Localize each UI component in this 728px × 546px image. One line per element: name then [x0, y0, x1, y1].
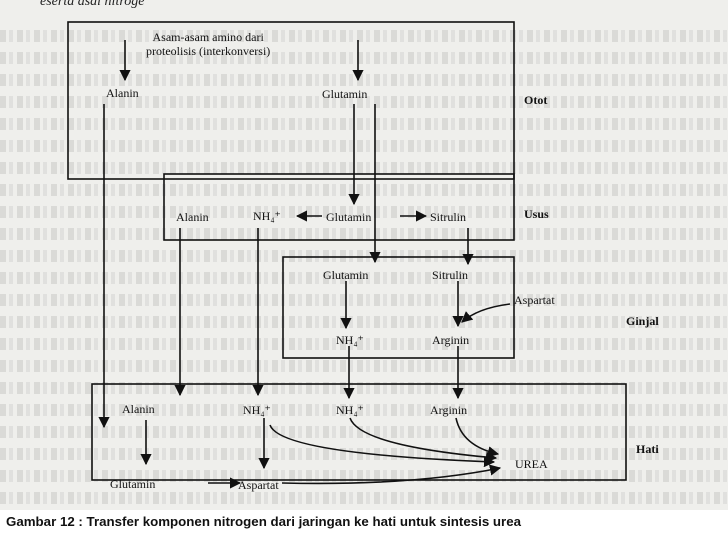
arrow-hati-nh4-b-to-urea: [349, 417, 498, 463]
organ-label-ginjal: Ginjal: [626, 314, 659, 328]
background-text-line: [0, 96, 728, 108]
background-text-line: [0, 74, 728, 86]
figure-caption: Gambar 12 : Transfer komponen nitrogen d…: [6, 514, 522, 529]
background-text-line: [0, 294, 728, 306]
usus-glutamin-label: Glutamin: [326, 210, 372, 224]
scanned-page-background: eserta asal nitroge: [0, 0, 728, 510]
ginjal-aspartat-label: Aspartat: [514, 293, 555, 307]
organ-label-usus: Usus: [524, 207, 549, 221]
background-text-line: [0, 206, 728, 218]
ginjal-sitrulin-label: Sitrulin: [432, 268, 469, 282]
usus-sitrulin-label: Sitrulin: [430, 210, 467, 224]
background-text-line: [0, 470, 728, 482]
otot-alanin-label: Alanin: [106, 86, 139, 100]
otot-box: [67, 21, 515, 180]
hati-aspartat-label: Aspartat: [238, 478, 279, 492]
ginjal-arginin-label: Arginin: [432, 333, 470, 347]
hati-alanin-label: Alanin: [122, 402, 155, 416]
background-text-line: [0, 338, 728, 350]
otot-source-label: Asam-asam amino dari proteolisis (interk…: [146, 30, 271, 58]
ginjal-glutamin-label: Glutamin: [323, 268, 369, 282]
hati-glutamin-label: Glutamin: [110, 477, 156, 491]
arrow-hati-nh4-to-urea: [269, 424, 496, 468]
organ-label-otot: Otot: [524, 93, 548, 107]
hati-box: [91, 383, 627, 481]
background-text-line: [0, 140, 728, 152]
arrow-hati-arginin-to-urea: [455, 417, 500, 458]
background-text-line: [0, 250, 728, 262]
hati-nh4-a-label: NH₄⁺: [243, 403, 271, 417]
background-text-line: [0, 316, 728, 328]
background-text-line: [0, 184, 728, 196]
ginjal-nh4-label: NH₄⁺: [336, 333, 364, 347]
background-text-line: [0, 162, 728, 174]
background-text-line: [0, 492, 728, 504]
background-text-line: [0, 228, 728, 240]
background-text-line: [0, 360, 728, 372]
hati-arginin-label: Arginin: [430, 403, 468, 417]
nitrogen-transfer-diagram: [67, 21, 627, 489]
hati-urea-label: UREA: [515, 457, 548, 471]
arrow-ginjal-aspartat-to-arginin: [461, 303, 511, 323]
otot-glutamin-label: Glutamin: [322, 87, 368, 101]
hati-nh4-b-label: NH₄⁺: [336, 403, 364, 417]
background-text-line: [0, 272, 728, 284]
organ-label-hati: Hati: [636, 442, 659, 456]
ginjal-box: [282, 256, 515, 359]
background-text-line: [0, 52, 728, 64]
usus-box: [163, 173, 515, 241]
usus-nh4-label: NH₄⁺: [253, 209, 281, 223]
usus-alanin-label: Alanin: [176, 210, 209, 224]
background-text-line: [0, 118, 728, 130]
background-text-line: [0, 30, 728, 42]
header-fragment: eserta asal nitroge: [40, 0, 145, 9]
background-text-line: [0, 404, 728, 416]
arrow-hati-aspartat-to-urea: [281, 464, 502, 485]
